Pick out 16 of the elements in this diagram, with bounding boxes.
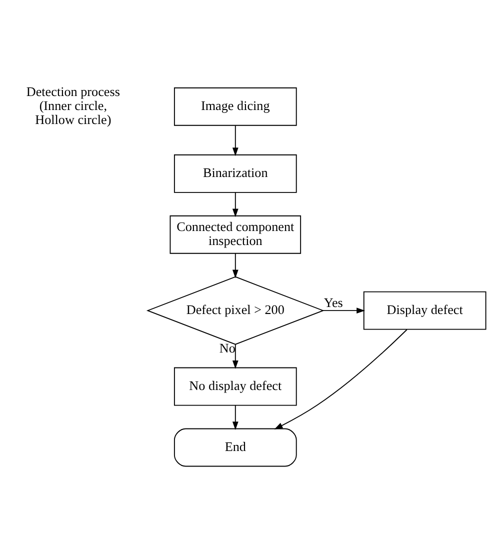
node-diamond: Defect pixel > 200 <box>146 276 324 345</box>
edge-label: Yes <box>324 295 343 310</box>
node-box: Connected component inspection <box>170 215 302 254</box>
node-box: No display defect <box>174 367 297 406</box>
label: Detection process (Inner circle, Hollow circle) <box>26 84 120 128</box>
arrow <box>232 192 238 218</box>
arrow <box>232 253 238 278</box>
arrow <box>232 405 238 430</box>
node-box: Image dicing <box>174 87 297 126</box>
arrow <box>232 125 238 156</box>
node-box: Binarization <box>174 154 297 193</box>
arrow <box>232 344 238 369</box>
arrow <box>274 329 408 430</box>
node-box: Display defect <box>363 291 486 330</box>
arrow <box>322 308 366 314</box>
node-box: End <box>174 428 297 467</box>
